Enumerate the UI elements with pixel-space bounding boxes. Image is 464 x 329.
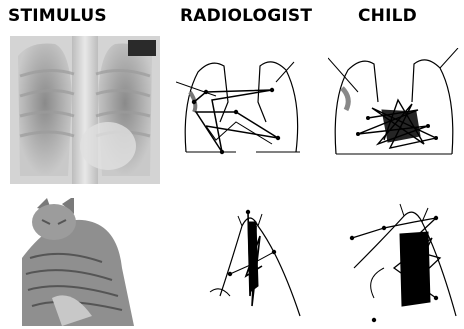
child-cat-scanpath — [344, 198, 464, 328]
radiologist-cat-scanpath — [190, 196, 314, 326]
cat-stimulus-image — [22, 198, 134, 326]
xray-stimulus-image — [10, 36, 160, 184]
header-stimulus: STIMULUS — [8, 6, 107, 26]
header-child: CHILD — [358, 6, 417, 26]
header-radiologist: RADIOLOGIST — [180, 6, 312, 26]
radiologist-lung-scanpath — [176, 52, 310, 162]
child-lung-scanpath — [328, 48, 460, 162]
